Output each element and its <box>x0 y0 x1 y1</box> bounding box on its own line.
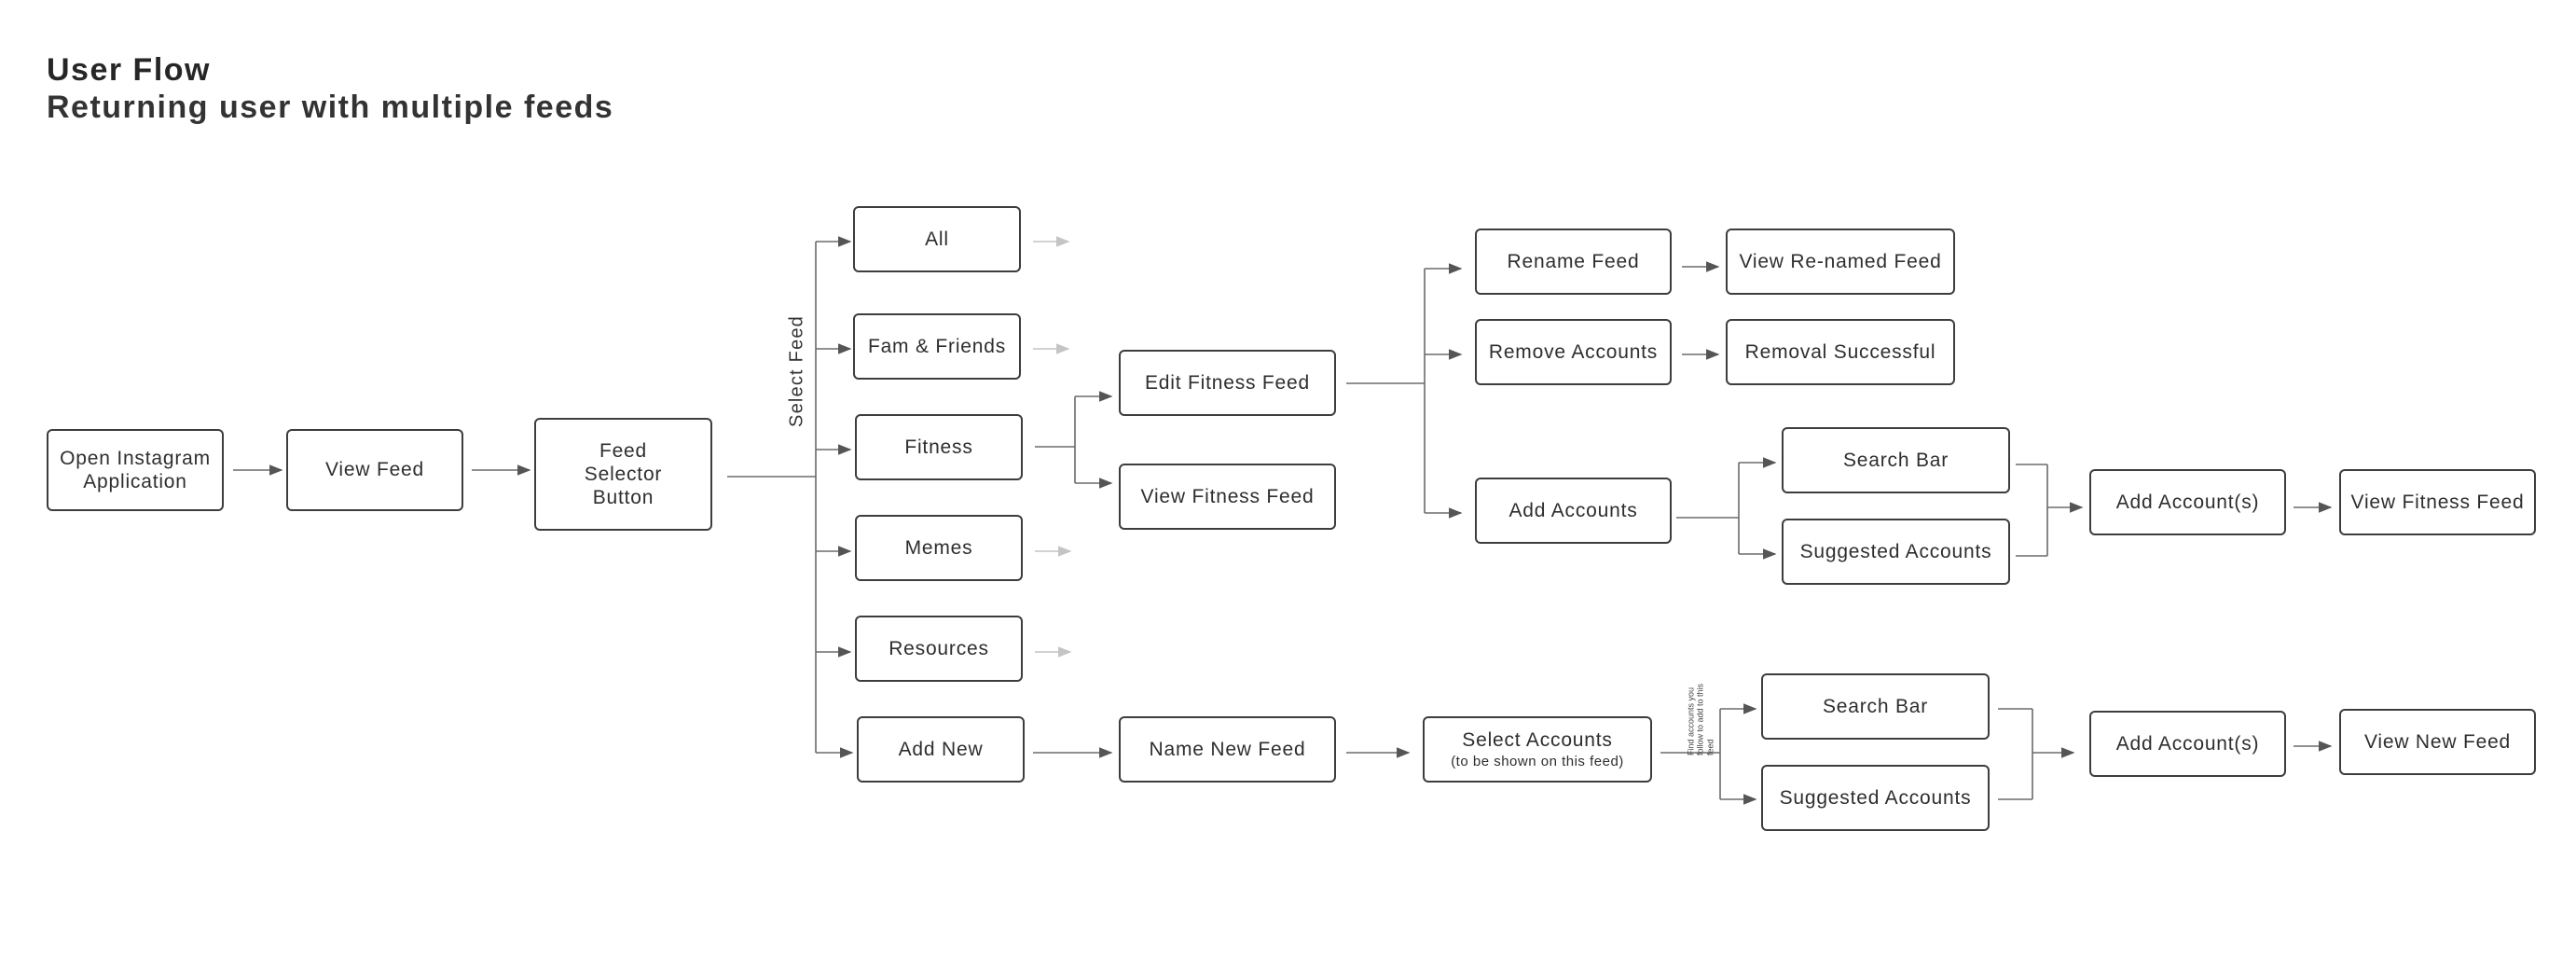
find-accounts-note: Find accounts you follow to add to this … <box>1686 683 1715 755</box>
node-view-renamed-feed[interactable]: View Re-named Feed <box>1726 229 1955 295</box>
node-suggested-accounts-bottom[interactable]: Suggested Accounts <box>1761 765 1990 831</box>
select-feed-label: Select Feed <box>786 315 807 427</box>
select-accounts-label: Select Accounts <box>1462 728 1613 751</box>
node-remove-accounts[interactable]: Remove Accounts <box>1475 319 1672 385</box>
node-name-new-feed[interactable]: Name New Feed <box>1119 716 1336 783</box>
select-accounts-sublabel: (to be shown on this feed) <box>1451 754 1624 770</box>
node-suggested-accounts-top[interactable]: Suggested Accounts <box>1782 519 2010 585</box>
node-open-instagram[interactable]: Open Instagram Application <box>47 429 224 511</box>
node-add-accounts-result-top[interactable]: Add Account(s) <box>2089 469 2286 535</box>
node-edit-fitness-feed[interactable]: Edit Fitness Feed <box>1119 350 1336 416</box>
node-feed-resources[interactable]: Resources <box>855 616 1023 682</box>
node-removal-successful[interactable]: Removal Successful <box>1726 319 1955 385</box>
node-view-new-feed[interactable]: View New Feed <box>2339 709 2536 775</box>
node-search-bar-bottom[interactable]: Search Bar <box>1761 673 1990 740</box>
node-select-accounts[interactable]: Select Accounts (to be shown on this fee… <box>1423 716 1652 783</box>
node-rename-feed[interactable]: Rename Feed <box>1475 229 1672 295</box>
node-add-accounts-result-bottom[interactable]: Add Account(s) <box>2089 711 2286 777</box>
node-feed-all[interactable]: All <box>853 206 1021 272</box>
node-view-fitness-feed-end[interactable]: View Fitness Feed <box>2339 469 2536 535</box>
node-feed-memes[interactable]: Memes <box>855 515 1023 581</box>
node-add-new[interactable]: Add New <box>857 716 1025 783</box>
page-title: User Flow <box>47 52 211 88</box>
node-feed-selector-button[interactable]: Feed Selector Button <box>534 418 712 531</box>
node-feed-fam-friends[interactable]: Fam & Friends <box>853 313 1021 380</box>
node-search-bar-top[interactable]: Search Bar <box>1782 427 2010 493</box>
node-add-accounts[interactable]: Add Accounts <box>1475 478 1672 544</box>
node-view-fitness-feed-mid[interactable]: View Fitness Feed <box>1119 464 1336 530</box>
page-subtitle: Returning user with multiple feeds <box>47 90 614 125</box>
node-feed-fitness[interactable]: Fitness <box>855 414 1023 480</box>
node-view-feed[interactable]: View Feed <box>286 429 463 511</box>
